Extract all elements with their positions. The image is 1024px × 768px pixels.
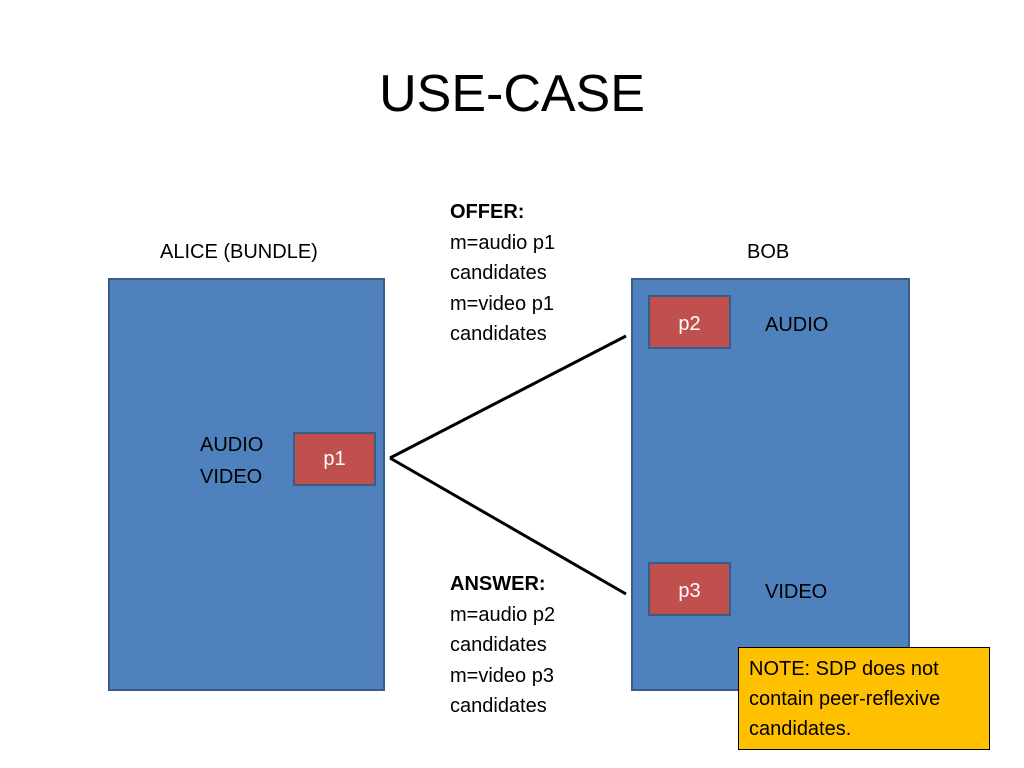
bob-audio-label: AUDIO (765, 314, 829, 336)
note-box: NOTE: SDP does not contain peer-reflexiv… (738, 647, 990, 750)
bob-port-p2: p2 (648, 295, 731, 349)
bob-label: BOB (747, 241, 790, 263)
offer-line: candidates (450, 323, 547, 345)
alice-media-video: VIDEO (200, 466, 263, 488)
slide-title: USE-CASE (379, 65, 645, 123)
note-line: contain peer-reflexive (749, 688, 941, 710)
bob-port-p3: p3 (648, 562, 731, 616)
answer-line: m=audio p2 (450, 603, 556, 626)
alice-label: ALICE (BUNDLE) (160, 241, 318, 263)
bob-video-label: VIDEO (765, 581, 828, 603)
answer-heading: ANSWER: (450, 573, 546, 595)
note-line: candidates. (749, 718, 852, 740)
offer-sdp: OFFER: m=audio p1 candidates m=video p1 … (450, 197, 555, 350)
alice-media-audio: AUDIO (200, 434, 264, 456)
answer-sdp: ANSWER: m=audio p2 candidates m=video p3… (450, 569, 555, 722)
alice-port-p1: p1 (293, 432, 376, 486)
offer-heading: OFFER: (450, 201, 525, 223)
offer-line: candidates (450, 262, 547, 284)
offer-connector-line (389, 334, 627, 460)
offer-line: m=audio p1 (450, 231, 556, 254)
answer-line: candidates (450, 634, 547, 656)
answer-line: candidates (450, 695, 547, 717)
note-line: NOTE: SDP does not (749, 658, 939, 680)
answer-connector-line (389, 456, 627, 596)
offer-line: m=video p1 (450, 292, 554, 315)
answer-line: m=video p3 (450, 664, 554, 687)
